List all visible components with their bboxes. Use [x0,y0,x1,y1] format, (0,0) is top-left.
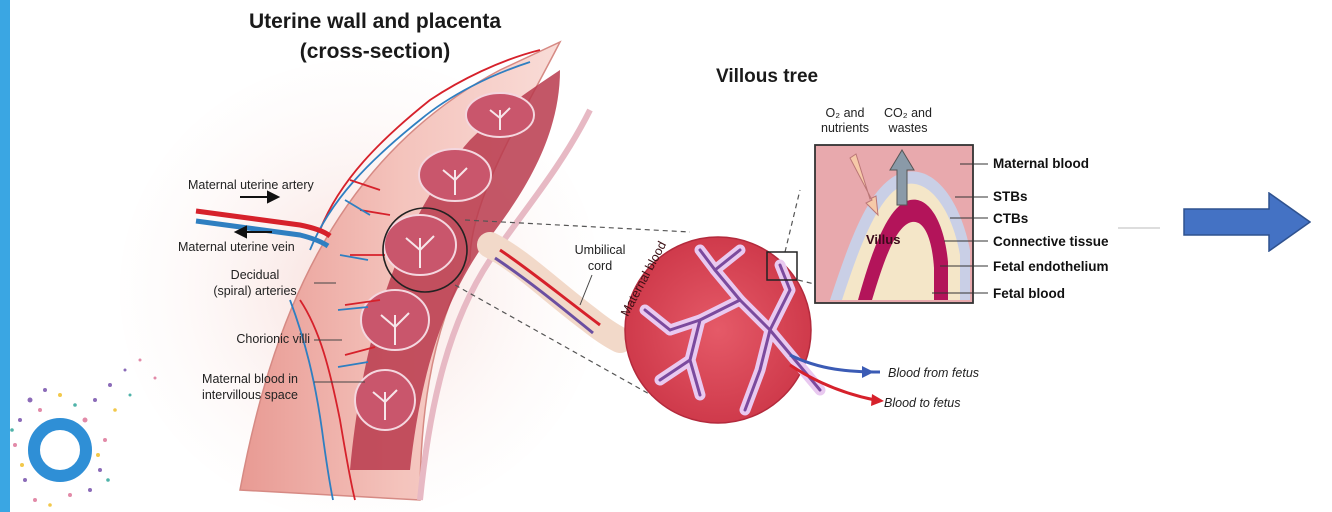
decidual-label-line1: Decidual [200,268,310,283]
o2-label-line2: nutrients [815,121,875,136]
diagram-subtitle: (cross-section) [160,40,590,64]
blood-to-fetus-arrow [871,394,884,406]
diagram-title: Uterine wall and placenta [160,10,590,34]
o2-label-line1: O₂ and [815,106,875,121]
co2-label-line2: wastes [880,121,936,136]
blood-from-fetus-label: Blood from fetus [888,366,979,381]
layer-label-maternal-blood: Maternal blood [993,156,1089,171]
layer-label-ctbs: CTBs [993,211,1028,226]
maternal-uterine-vein-label: Maternal uterine vein [178,240,295,255]
umbilical-label-line1: Umbilical [565,243,635,258]
layer-label-fetal-blood: Fetal blood [993,286,1065,301]
blood-to-fetus-label: Blood to fetus [884,396,960,411]
maternal-uterine-artery-label: Maternal uterine artery [188,178,314,193]
umbilical-label-line2: cord [565,259,635,274]
co2-label-line1: CO₂ and [880,106,936,121]
chorionic-villi-label: Chorionic villi [190,332,310,347]
circle-dots-logo [10,359,156,507]
layer-label-fetal-endothelium: Fetal endothelium [993,259,1109,274]
villus-label: Villus [866,232,900,247]
layer-label-connective-tissue: Connective tissue [993,234,1109,249]
layer-label-stbs: STBs [993,189,1028,204]
decidual-label-line2: (spiral) arteries [200,284,310,299]
villous-tree-title: Villous tree [716,66,818,88]
intervillous-label-line2: intervillous space [185,388,315,403]
blood-from-fetus-arrow [862,366,874,378]
intervillous-label-line1: Maternal blood in [185,372,315,387]
right-arrow-icon[interactable] [1183,192,1311,252]
